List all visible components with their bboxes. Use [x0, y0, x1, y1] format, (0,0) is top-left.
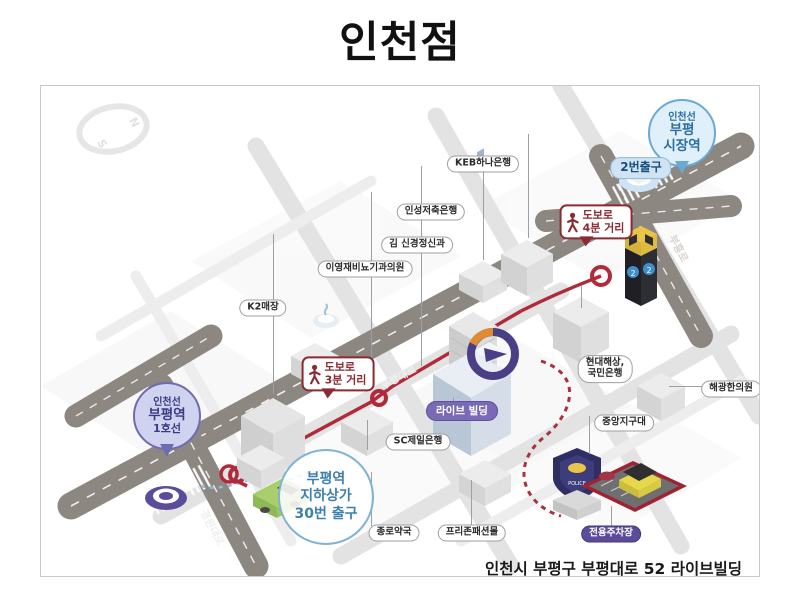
road-gyeongwon-upper	[64, 324, 223, 428]
station-marker-bupyeong-market[interactable]: 인천선 부평 시장역	[648, 99, 716, 174]
poi-label-haegwang-clinic[interactable]: 해광한의원	[701, 380, 759, 398]
building-insung	[501, 240, 553, 296]
poi-label-hyundai-kb[interactable]: 현대해상, 국민은행	[577, 355, 633, 383]
walk-badge-3min: 도보로 3분 거리	[301, 356, 375, 399]
underground-exit-callout[interactable]: 부평역 지하상가 30번 출구	[278, 449, 374, 545]
poi-label-keb-hana-bank[interactable]: KEB하나은행	[446, 155, 520, 173]
connector-kim	[421, 166, 422, 366]
poi-label-k2-store[interactable]: K2매장	[239, 299, 287, 317]
walk-badge-line-1: 도보로	[324, 360, 355, 374]
address-text: 인천시 부평구 부평대로 52 라이브빌딩	[484, 560, 742, 578]
page-title: 인천점	[339, 18, 461, 68]
underground-line-2: 지하상가	[300, 488, 352, 505]
walk-badge-4min: 도보로 4분 거리	[559, 204, 633, 247]
station-name-line-1: 부평역	[148, 406, 186, 423]
poi-label-jongno-pharmacy[interactable]: 종로약국	[368, 524, 420, 542]
building-jongno-pharmacy	[237, 445, 285, 489]
svg-text:N: N	[126, 115, 142, 129]
connector-keb	[483, 170, 484, 260]
station-pointer	[160, 444, 174, 457]
svg-text:2: 2	[646, 266, 651, 275]
compass-icon: N S	[76, 103, 150, 155]
walk-badge-line-1: 도보로	[582, 208, 613, 222]
underground-line-1: 부평역	[306, 471, 346, 488]
station-name-line-2: 1호선	[153, 421, 181, 435]
subway-exit-pylon: 2 2	[625, 226, 657, 306]
building-keb	[459, 261, 507, 303]
poi-label-live-building[interactable]: 라이브 빌딩	[426, 400, 498, 422]
map-panel: POLICE	[40, 85, 760, 577]
building-freezone	[459, 460, 511, 506]
exit-badge-2[interactable]: 2번출구	[610, 157, 672, 179]
poi-label-kim-neuro[interactable]: 김 신경정신과	[381, 236, 453, 254]
svg-text:POLICE: POLICE	[568, 481, 586, 487]
parked-car	[619, 463, 661, 498]
connector-parking	[611, 506, 612, 532]
parking-lot	[581, 461, 687, 512]
poi-label-private-parking[interactable]: 전용주차장	[581, 525, 641, 543]
walk-badge-line-2: 4분 거리	[582, 221, 625, 234]
route-to-parking	[522, 359, 571, 518]
poi-label-insung-savings[interactable]: 인성저축은행	[396, 203, 466, 221]
pedestrian-icon	[567, 212, 579, 232]
poi-label-leeyoungjae-uro[interactable]: 이영재비뇨기과의원	[317, 260, 413, 278]
connector-police	[589, 416, 590, 454]
station-marker-bupyeong[interactable]: 인천선 부평역 1호선	[133, 382, 201, 457]
connector-sc	[367, 420, 368, 450]
connector-freezone	[471, 480, 472, 528]
poi-label-jungang-police[interactable]: 중앙지구대	[594, 414, 654, 432]
walk-badge-pointer	[321, 388, 336, 399]
walk-badge-line-2: 3분 거리	[324, 373, 367, 386]
station-pointer	[675, 161, 689, 174]
subway-roundel-bupyeong	[145, 486, 187, 510]
pedestrian-icon	[309, 364, 321, 384]
building-sc-bank	[341, 408, 393, 456]
location-pin-marker	[467, 328, 519, 380]
poi-label-sc-first-bank[interactable]: SC제일은행	[385, 433, 451, 451]
walk-badge-pointer	[579, 236, 594, 247]
underground-line-3: 30번 출구	[294, 505, 358, 522]
red-marker-left	[219, 464, 248, 488]
plaza-icon	[313, 303, 339, 328]
connector-haegwang	[669, 386, 707, 387]
connector-insung	[528, 134, 529, 238]
building-hyundai	[553, 297, 609, 363]
connector-hyundai	[581, 286, 582, 308]
poi-label-freezone-mall[interactable]: 프리존패션몰	[437, 524, 507, 542]
svg-text:2: 2	[630, 269, 635, 278]
station-line-label: 인천선	[668, 112, 696, 124]
station-name-line-2: 시장역	[663, 137, 701, 154]
station-line-label: 인천선	[153, 396, 181, 408]
station-name-line-1: 부평	[669, 122, 695, 139]
building-haegwang	[637, 373, 685, 421]
